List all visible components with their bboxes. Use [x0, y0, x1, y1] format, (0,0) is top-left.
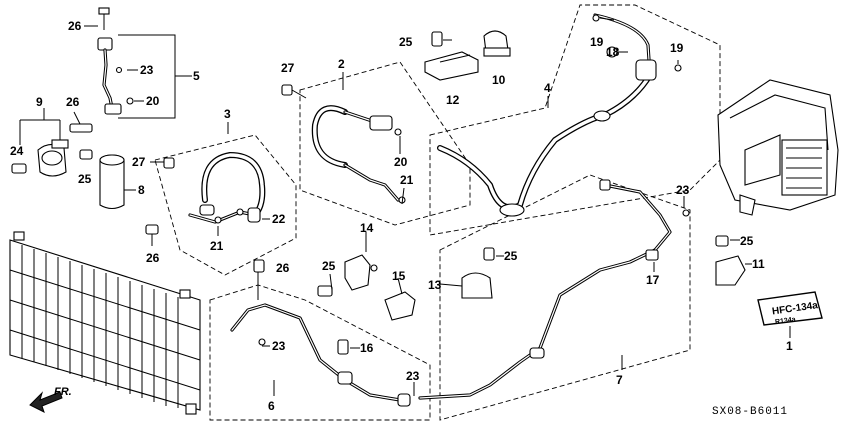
part-refrigerant-label: HFC-134a R134a [757, 291, 823, 326]
callout-4: 4 [544, 81, 551, 95]
callout-10: 10 [492, 73, 506, 87]
refrigerant-label-line2: R134a [775, 316, 797, 326]
callout-20: 20 [394, 155, 408, 169]
part-condenser [9, 231, 201, 415]
callout-21: 20 [146, 94, 160, 108]
callouts: 26 23 5 20 9 26 24 25 8 27 3 26 22 21 27… [10, 19, 793, 413]
callout-9: 9 [36, 95, 43, 109]
callout-18: 18 [606, 45, 620, 59]
callout-8: 8 [138, 183, 145, 197]
callout-15: 15 [392, 269, 406, 283]
callout-27: 27 [281, 61, 295, 75]
callout-22: 22 [272, 212, 286, 226]
callout-27: 27 [132, 155, 146, 169]
callout-1: 1 [786, 339, 793, 353]
callout-20: 21 [400, 173, 414, 187]
callout-25: 25 [740, 234, 754, 248]
group-box-4 [429, 4, 721, 236]
callout-3: 3 [224, 107, 231, 121]
part-hose-4 [437, 13, 682, 217]
callout-26: 26 [276, 261, 290, 275]
callout-23: 23 [406, 369, 420, 383]
part-evaporator-unit [717, 79, 839, 216]
leader-lines [43, 17, 791, 396]
callout-12: 12 [446, 93, 460, 107]
callout-5: 5 [193, 69, 200, 83]
callout-2: 2 [338, 57, 345, 71]
callout-25: 25 [322, 259, 336, 273]
part-right-brackets [715, 235, 746, 286]
callout-26: 26 [146, 251, 160, 265]
part-bolts-left [145, 157, 175, 246]
callout-23: 23 [676, 183, 690, 197]
group-box-2 [299, 61, 471, 226]
callout-25: 25 [78, 172, 92, 186]
callout-16: 16 [360, 341, 374, 355]
part-receiver-bracket [11, 119, 93, 177]
callout-24: 24 [10, 144, 24, 158]
callout-19: 19 [590, 35, 604, 49]
callout-26: 26 [68, 19, 82, 33]
callout-14: 14 [360, 221, 374, 235]
callout-26: 26 [66, 95, 80, 109]
callout-19: 19 [670, 41, 684, 55]
callout-7: 7 [616, 373, 623, 387]
callout-23: 23 [140, 63, 154, 77]
callout-11: 11 [752, 257, 765, 271]
part-pipe-7 [418, 179, 690, 400]
part-hose-2 [281, 84, 406, 204]
part-pipe-6 [230, 259, 411, 407]
direction-label: FR. [54, 386, 72, 398]
part-clamps-top [424, 30, 511, 81]
front-arrow: FR. [29, 386, 72, 413]
callout-6: 6 [268, 399, 275, 413]
part-middle-brackets [317, 247, 495, 321]
callout-25: 25 [504, 249, 518, 263]
callout-23: 23 [272, 339, 286, 353]
group-box-7 [439, 174, 691, 421]
part-receiver-dryer [99, 154, 125, 210]
part-receiver-pipe [97, 7, 134, 115]
callout-17: 17 [646, 273, 660, 287]
callout-22: 21 [210, 239, 224, 253]
group-box-3 [154, 134, 297, 276]
callout-13: 13 [428, 278, 442, 292]
diagram-code: SX08-B6011 [712, 406, 788, 418]
callout-25: 25 [399, 35, 413, 49]
part-hose-3 [188, 152, 266, 224]
